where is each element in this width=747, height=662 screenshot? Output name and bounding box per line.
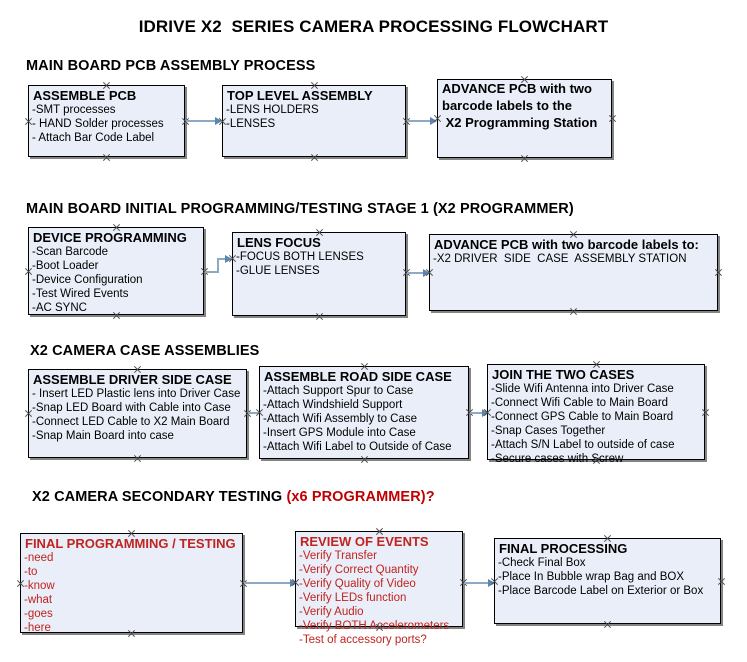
node-line: -Snap Main Board into case [32, 430, 174, 442]
arrow-head-icon [423, 269, 430, 277]
node-line: -Secure cases with Screw [491, 453, 624, 465]
node-line: -Slide Wifi Antenna into Driver Case [491, 383, 674, 395]
section-heading-text: X2 CAMERA SECONDARY TESTING [32, 489, 287, 505]
node-title: LENS FOCUS [237, 235, 321, 250]
connector-top-level-assembly-to-advance-pcb [407, 117, 437, 125]
node-line: -Connect Wifi Cable to Main Board [491, 397, 669, 409]
node-advance-pcb-driver-side-case[interactable]: ADVANCE PCB with two barcode labels to: … [429, 234, 718, 311]
connector-review-of-events-to-final-processing [464, 579, 495, 587]
node-line: -Place Barcode Label on Exterior or Box [498, 585, 704, 597]
node-title: ASSEMBLE ROAD SIDE CASE [264, 369, 452, 384]
section-heading-main-board-initial-programming: MAIN BOARD INITIAL PROGRAMMING/TESTING S… [26, 201, 574, 217]
node-line: - Insert LED Plastic lens into Driver Ca… [32, 388, 241, 400]
node-advance-pcb-x2-programming-station[interactable]: ADVANCE PCB with two barcode labels to t… [437, 79, 612, 158]
section-heading-accent: (x6 PROGRAMMER)? [286, 489, 435, 505]
node-title: ASSEMBLE PCB [33, 88, 137, 103]
node-line: -goes [24, 608, 53, 620]
node-assemble-road-side-case[interactable]: ASSEMBLE ROAD SIDE CASE -Attach Support … [259, 366, 469, 459]
node-assemble-driver-side-case[interactable]: ASSEMBLE DRIVER SIDE CASE - Insert LED P… [28, 369, 247, 458]
node-line: -Place In Bubble wrap Bag and BOX [498, 571, 685, 583]
node-line: -Device Configuration [32, 274, 143, 286]
node-line: -Scan Barcode [32, 246, 109, 258]
arrow-head-icon [290, 579, 297, 587]
node-line: -Check Final Box [498, 557, 586, 569]
node-line: X2 Programming Station [442, 115, 598, 130]
node-line: -Attach S/N Label to outside of case [491, 439, 675, 451]
node-line: - Attach Bar Code Label [32, 132, 155, 144]
node-line: -Test Wired Events [32, 288, 129, 300]
node-line: -Boot Loader [32, 260, 99, 272]
node-line: -here [24, 622, 51, 634]
node-line: -to [24, 566, 38, 578]
node-line: -Verify Quality of Video [299, 578, 416, 590]
arrow-head-icon [225, 255, 232, 263]
node-line: -know [24, 580, 55, 592]
section-heading-x2-camera-case-assemblies: X2 CAMERA CASE ASSEMBLIES [30, 343, 260, 359]
node-assemble-pcb[interactable]: ASSEMBLE PCB -SMT processes - HAND Solde… [28, 85, 185, 157]
node-title: REVIEW OF EVENTS [300, 534, 429, 549]
connector-device-programming-to-lens-focus [205, 255, 232, 274]
connector-segment [217, 258, 219, 273]
node-line: -Attach Wifi Label to Outside of Case [263, 441, 452, 453]
section-heading-main-board-pcb-assembly: MAIN BOARD PCB ASSEMBLY PROCESS [26, 58, 316, 74]
arrow-head-icon [430, 117, 437, 125]
node-line: -Verify LEDs function [299, 592, 407, 604]
section-heading-x2-camera-secondary-testing: X2 CAMERA SECONDARY TESTING (x6 PROGRAMM… [32, 489, 435, 505]
node-line: -X2 DRIVER SIDE CASE ASSEMBLY STATION [433, 253, 687, 265]
node-line: -Snap LED Board with Cable into Case [32, 402, 231, 414]
node-line: - HAND Solder processes [32, 118, 164, 130]
node-line: barcode labels to the [442, 98, 573, 113]
arrow-head-icon [482, 409, 489, 417]
node-line: -SMT processes [32, 104, 116, 116]
node-line: -Verify Transfer [299, 550, 377, 562]
node-line: -Attach Windshield Support [263, 399, 403, 411]
node-top-level-assembly[interactable]: TOP LEVEL ASSEMBLY -LENS HOLDERS -LENSES [222, 85, 406, 157]
node-line: -GLUE LENSES [236, 265, 320, 277]
node-line: -AC SYNC [32, 302, 87, 314]
page-title: IDRIVE X2 SERIES CAMERA PROCESSING FLOWC… [138, 17, 609, 36]
node-line: -Attach Support Spur to Case [263, 385, 414, 397]
node-line: -Insert GPS Module into Case [263, 427, 416, 439]
node-device-programming[interactable]: DEVICE PROGRAMMING -Scan Barcode -Boot L… [28, 227, 204, 315]
node-title: TOP LEVEL ASSEMBLY [227, 88, 373, 103]
connector-road-side-to-join-cases [470, 409, 489, 417]
connector-segment [205, 271, 219, 273]
arrow-head-icon [488, 579, 495, 587]
node-line: -Snap Cases Together [491, 425, 606, 437]
node-line: -Connect LED Cable to X2 Main Board [32, 416, 230, 428]
node-line: -LENS HOLDERS [226, 104, 319, 116]
node-title: ADVANCE PCB with two barcode labels to: [434, 237, 699, 252]
node-title: FINAL PROGRAMMING / TESTING [25, 536, 236, 551]
node-title: JOIN THE TWO CASES [492, 367, 635, 382]
node-lens-focus[interactable]: LENS FOCUS -FOCUS BOTH LENSES -GLUE LENS… [232, 232, 406, 316]
node-line: -Verify Correct Quantity [299, 564, 419, 576]
node-review-of-events[interactable]: REVIEW OF EVENTS -Verify Transfer -Verif… [295, 531, 463, 646]
connector-final-programming-to-review-of-events [244, 579, 297, 587]
node-line: -Attach Wifi Assembly to Case [263, 413, 418, 425]
node-line: -FOCUS BOTH LENSES [236, 251, 364, 263]
connector-lens-focus-to-advance-pcb-driver-side [407, 269, 430, 277]
connector-assemble-pcb-to-top-level-assembly [186, 117, 222, 125]
node-final-processing[interactable]: FINAL PROCESSING -Check Final Box -Place… [494, 538, 721, 624]
node-line: -need [24, 552, 54, 564]
node-line: -LENSES [226, 118, 276, 130]
node-line: -Verify Audio [299, 606, 364, 618]
node-title: FINAL PROCESSING [499, 541, 628, 556]
node-line: -Verify BOTH Accelerometers [299, 620, 450, 632]
node-line: -Connect GPS Cable to Main Board [491, 411, 674, 423]
node-title: DEVICE PROGRAMMING [33, 230, 187, 245]
node-join-the-two-cases[interactable]: JOIN THE TWO CASES -Slide Wifi Antenna i… [487, 364, 705, 465]
node-line: ADVANCE PCB with two [442, 81, 592, 96]
node-title: ASSEMBLE DRIVER SIDE CASE [33, 372, 232, 387]
node-line-overflow: -Test of accessory ports? [299, 634, 427, 646]
connector-segment [217, 258, 231, 260]
node-line: -what [24, 594, 53, 606]
node-final-programming-testing[interactable]: FINAL PROGRAMMING / TESTING -need -to -k… [20, 533, 243, 634]
arrow-head-icon [215, 117, 222, 125]
